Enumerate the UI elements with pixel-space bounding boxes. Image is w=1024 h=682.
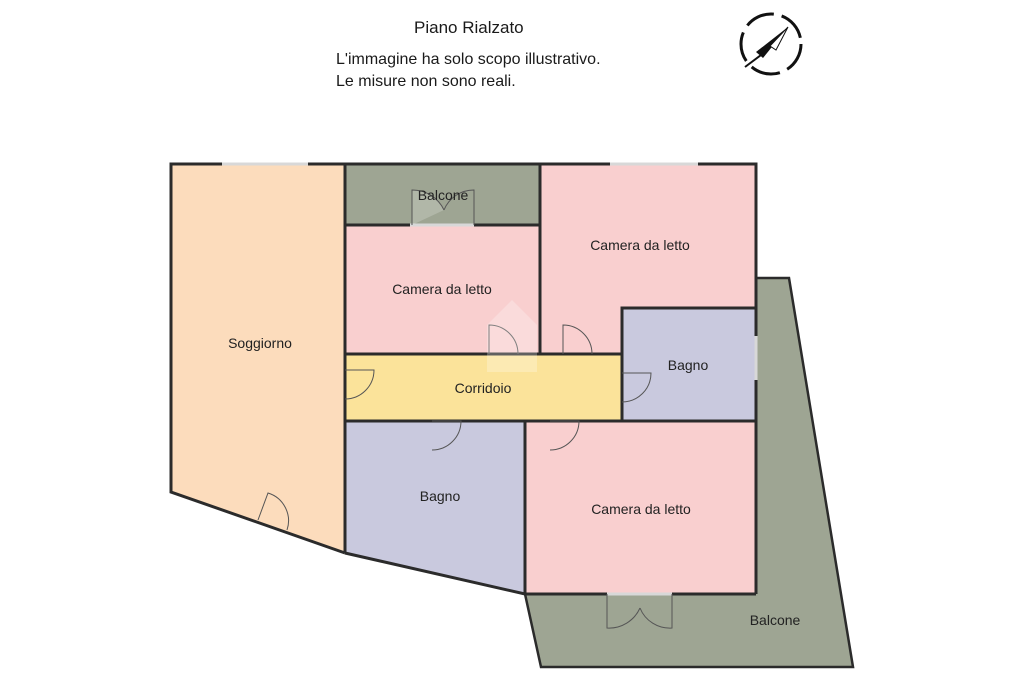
label-corridoio: Corridoio bbox=[455, 380, 512, 396]
room-balcone-right bbox=[525, 278, 853, 667]
room-camera-top-left bbox=[345, 225, 540, 354]
room-corridoio bbox=[345, 354, 622, 421]
label-bagno-right: Bagno bbox=[668, 357, 709, 373]
label-balcone-bottom: Balcone bbox=[750, 612, 801, 628]
watermark-logo-icon bbox=[487, 300, 537, 372]
room-bagno-right bbox=[622, 308, 756, 421]
windows bbox=[222, 162, 758, 596]
plan-title: Piano Rialzato bbox=[414, 18, 524, 37]
label-camera-bottom: Camera da letto bbox=[591, 501, 691, 517]
label-camera-top-left: Camera da letto bbox=[392, 281, 492, 297]
room-labels: Soggiorno Balcone Camera da letto Camera… bbox=[228, 187, 800, 628]
label-balcone-top: Balcone bbox=[418, 187, 469, 203]
room-balcone-top bbox=[345, 164, 540, 225]
walls bbox=[169, 162, 855, 669]
doors bbox=[257, 189, 673, 629]
compass-north-arrow-icon bbox=[739, 12, 803, 76]
room-bagno-bottom bbox=[345, 421, 525, 594]
disclaimer-line-1: L'immagine ha solo scopo illustrativo. bbox=[336, 51, 601, 68]
disclaimer-line-2: Le misure non sono reali. bbox=[336, 73, 516, 90]
room-camera-bottom bbox=[525, 421, 756, 594]
room-soggiorno bbox=[171, 164, 345, 553]
label-bagno-bottom: Bagno bbox=[420, 488, 461, 504]
label-soggiorno: Soggiorno bbox=[228, 335, 292, 351]
label-camera-top-right: Camera da letto bbox=[590, 237, 690, 253]
